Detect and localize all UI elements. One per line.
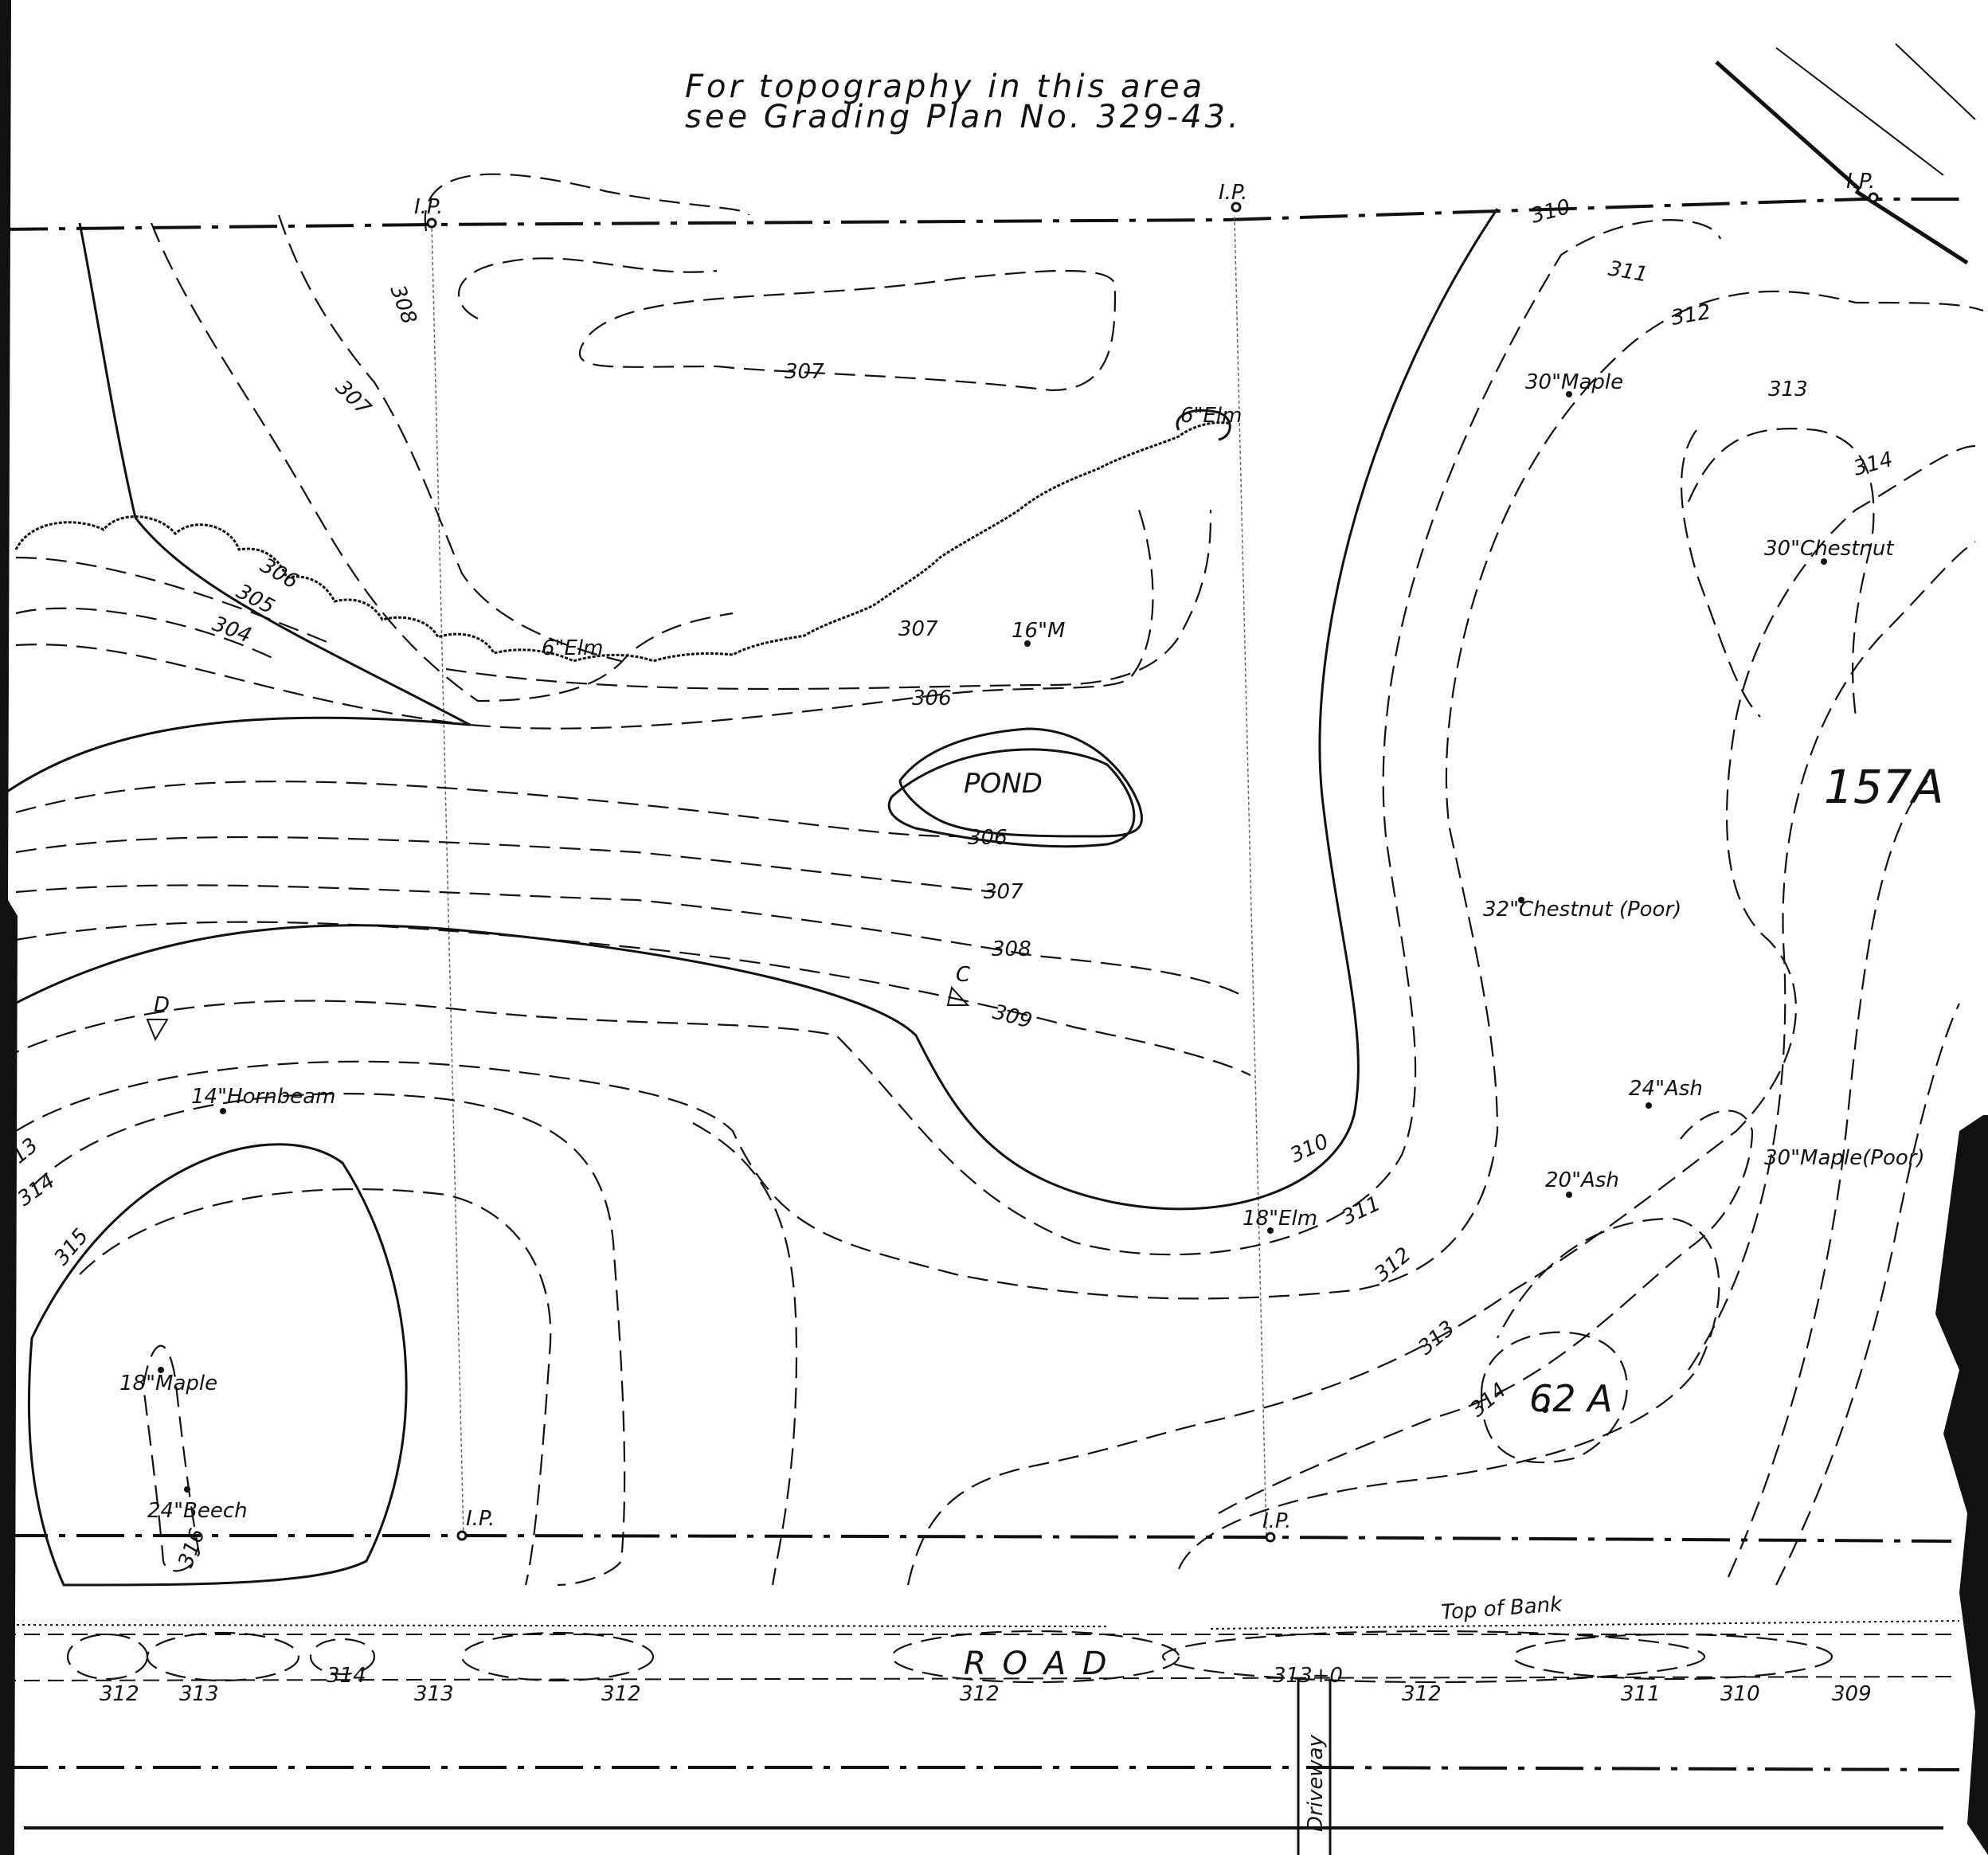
contour-label: 313 (1414, 1316, 1459, 1360)
property-lines (0, 43, 1976, 1830)
pond-shoreline (898, 727, 1143, 838)
contour-label: 307 (898, 617, 938, 641)
point-d-label: D (154, 993, 170, 1017)
road-elevation: 312 (1402, 1682, 1442, 1706)
tree-label: 18"Maple (119, 1372, 217, 1395)
contour-label: 307 (785, 360, 824, 384)
iron-pin-label: I.P. (414, 195, 443, 219)
tree-label: 6"Elm (1180, 404, 1242, 428)
contour-label: 314 (1466, 1378, 1511, 1422)
iron-pin-label: I.P. (1846, 170, 1875, 194)
reference-triangles (146, 985, 970, 1042)
tree-line (14, 409, 1231, 663)
road-elevation: 310 (1720, 1682, 1760, 1706)
contour-label: 311 (1338, 1192, 1384, 1230)
road-elevation: 313 (179, 1682, 219, 1706)
tree-label: 14"Hornbeam (191, 1085, 335, 1109)
road-label: R O A D (964, 1646, 1110, 1682)
tree-markers (158, 391, 1827, 1493)
contour-label: 308 (385, 282, 421, 327)
tree-label: 24"Ash (1629, 1077, 1703, 1101)
topography-note-line1: For topography in this area (685, 68, 1205, 105)
contour-label: 307 (331, 376, 376, 421)
contour-label: 313 (1768, 378, 1808, 401)
contour-label: 308 (992, 937, 1031, 961)
contour-label: 306 (912, 687, 952, 710)
contour-labels: 308 307 306 305 304 307 310 311 312 313 … (7, 195, 1896, 1571)
road (0, 1620, 1960, 1855)
road-elevation: 312 (601, 1682, 641, 1706)
contour-label: 306 (256, 554, 303, 594)
tree-label: 20"Ash (1545, 1168, 1619, 1192)
tree-label: 18"Elm (1242, 1207, 1317, 1231)
road-elevation: 312 (960, 1682, 1000, 1706)
tree-label: 30"Maple (1525, 370, 1623, 394)
tree-label: 24"Beech (147, 1499, 248, 1523)
road-elevation: 309 (1832, 1682, 1872, 1706)
contour-label: 311 (1606, 256, 1649, 287)
contour-label: 314 (1851, 448, 1896, 481)
tree-label: 30"Chestnut (1764, 537, 1894, 561)
contour-label: 304 (209, 612, 255, 648)
contour-label: 312 (1669, 300, 1712, 331)
iron-pin-label: I.P. (466, 1507, 495, 1531)
road-elevation: 314 (327, 1664, 366, 1688)
contour-label: 316 (174, 1525, 209, 1571)
road-elevation-labels: 312 313 314 313 312 312 313+0 312 311 31… (100, 1664, 1872, 1706)
contour-lines (0, 173, 1984, 1587)
contour-label: 306 (968, 826, 1008, 850)
contour-label: 310 (1528, 195, 1573, 229)
contour-label: 314 (14, 1169, 60, 1211)
lot-62a-label: 62 A (1529, 1377, 1613, 1420)
pond-label: POND (964, 768, 1043, 800)
point-c-label: C (956, 963, 971, 987)
tree-label: 30"Maple(Poor) (1764, 1146, 1925, 1170)
contour-label: 307 (984, 880, 1023, 904)
contour-label: 312 (1370, 1243, 1415, 1286)
road-elevation: 312 (100, 1682, 139, 1706)
tree-label: 32"Chestnut (Poor) (1483, 898, 1681, 922)
contour-label: 309 (990, 1000, 1035, 1034)
road-elevation: 311 (1621, 1682, 1661, 1706)
top-of-bank-label: Top of Bank (1440, 1592, 1563, 1625)
lot-157a-label: 157A (1824, 760, 1943, 814)
driveway-label: Driveway (1304, 1734, 1328, 1832)
road-elevation: 313 (414, 1682, 454, 1706)
topography-note-line2: see Grading Plan No. 329-43. (685, 99, 1242, 135)
contour-label: 315 (49, 1224, 93, 1270)
iron-pin-markers (426, 192, 1879, 1543)
tree-label: 6"Elm (542, 636, 603, 660)
iron-pin-label: I.P. (1262, 1509, 1291, 1533)
road-elevation: 313+0 (1273, 1664, 1343, 1688)
tree-label: 16"M (1012, 619, 1065, 643)
iron-pin-label: I.P. (1219, 181, 1247, 205)
